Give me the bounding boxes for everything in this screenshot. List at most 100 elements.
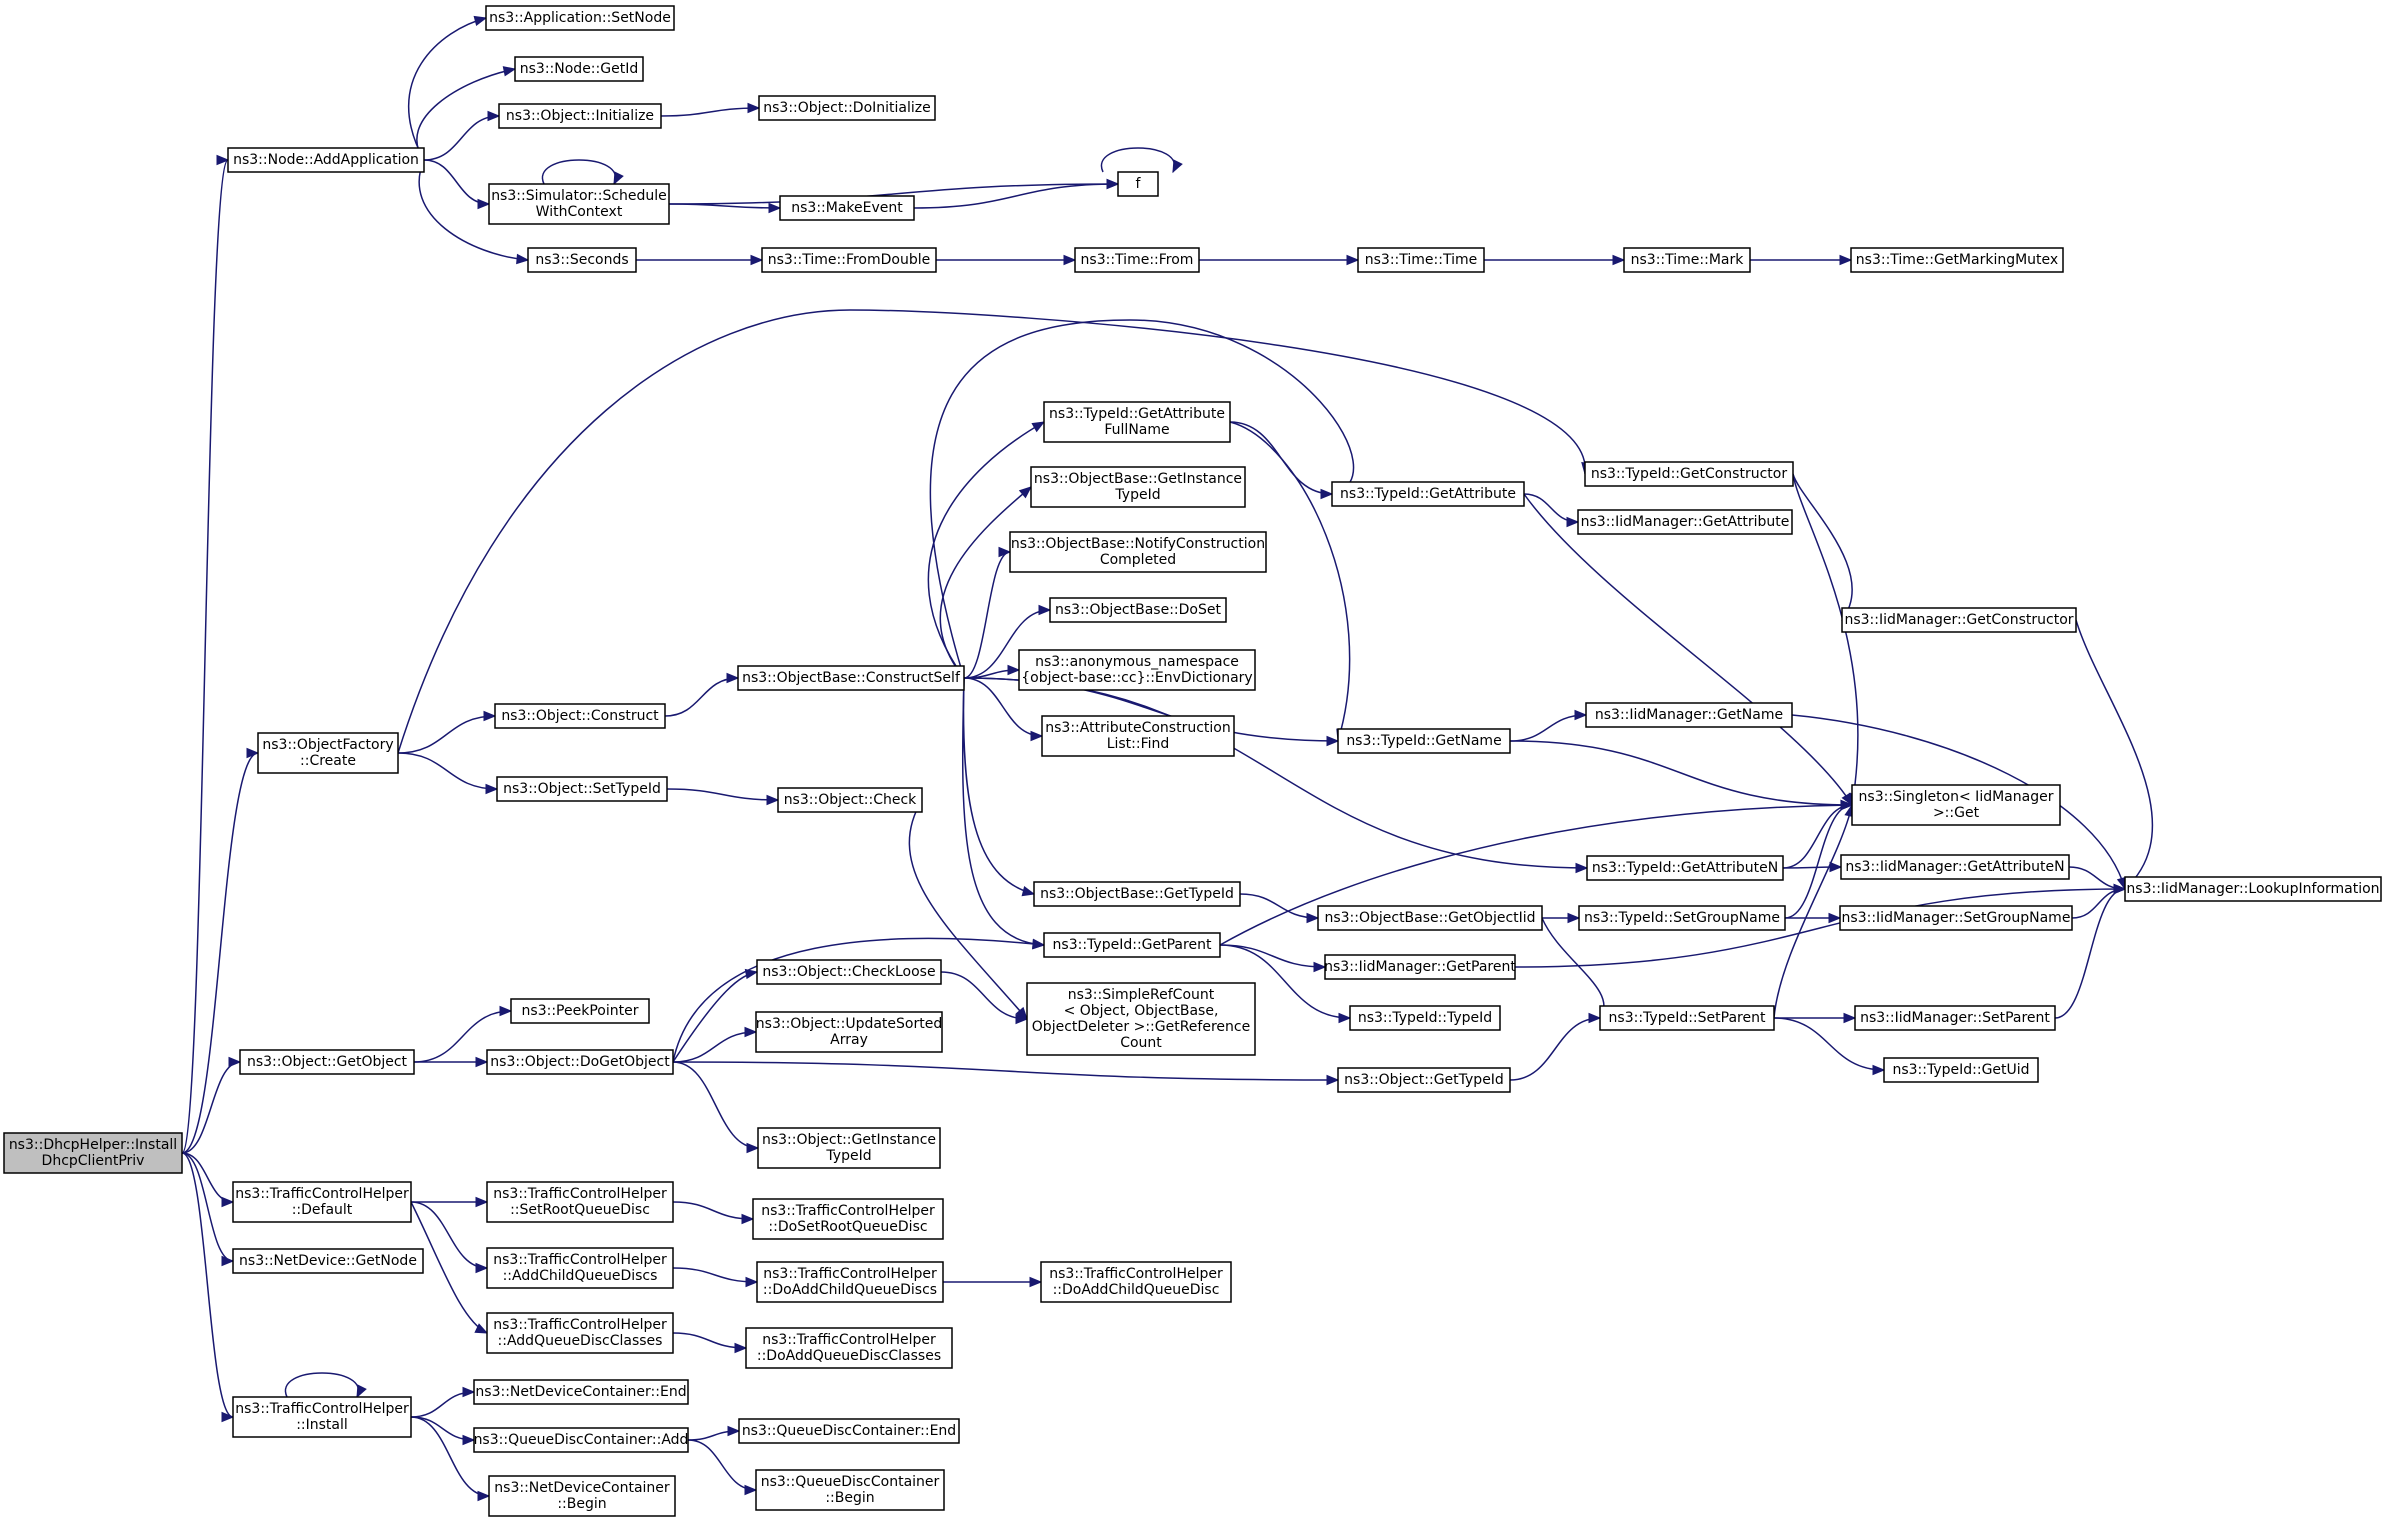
node-checkloose[interactable]: ns3::Object::CheckLoose [756, 959, 942, 985]
node-ofcreate[interactable]: ns3::ObjectFactory::Create [257, 732, 399, 774]
node-makeevent[interactable]: ns3::MakeEvent [779, 195, 915, 221]
node-ndcend[interactable]: ns3::NetDeviceContainer::End [473, 1379, 689, 1405]
node-objgettid[interactable]: ns3::Object::GetTypeId [1337, 1067, 1511, 1093]
node-obgetobjtid[interactable]: ns3::ObjectBase::GetObjectIid [1317, 905, 1543, 931]
node-timetime[interactable]: ns3::Time::Time [1357, 247, 1485, 273]
node-addapp[interactable]: ns3::Node::AddApplication [227, 147, 425, 173]
node-objgetobj[interactable]: ns3::Object::GetObject [239, 1049, 415, 1075]
node-tidgetuid[interactable]: ns3::TypeId::GetUid [1883, 1057, 2039, 1083]
node-tidgetattr[interactable]: ns3::TypeId::GetAttribute [1331, 481, 1525, 507]
node-tidgetcons[interactable]: ns3::TypeId::GetConstructor [1584, 461, 1794, 487]
node-label: ::DoAddChildQueueDiscs [763, 1282, 937, 1298]
edge-arrowhead [1021, 886, 1036, 897]
node-tidtypeid[interactable]: ns3::TypeId::TypeId [1349, 1005, 1501, 1031]
node-f[interactable]: f [1117, 171, 1159, 197]
node-tchinstall[interactable]: ns3::TrafficControlHelper::Install [232, 1396, 412, 1438]
node-lookup[interactable]: ns3::IidManager::LookupInformation [2124, 876, 2382, 902]
node-tchsetroot[interactable]: ns3::TrafficControlHelper::SetRootQueueD… [486, 1181, 674, 1223]
node-label: TypeId [825, 1148, 871, 1164]
node-label: ns3::PeekPointer [522, 1003, 639, 1019]
node-tchdosetroot[interactable]: ns3::TrafficControlHelper::DoSetRootQueu… [752, 1198, 944, 1240]
node-obgettid[interactable]: ns3::ObjectBase::GetTypeId [1033, 881, 1241, 907]
node-tchdoaddclasses[interactable]: ns3::TrafficControlHelper::DoAddQueueDis… [745, 1327, 953, 1369]
edge-objgetobj-to-peekptr [413, 1010, 512, 1063]
node-tidgetparent[interactable]: ns3::TypeId::GetParent [1043, 932, 1221, 958]
edge-objdogetobj-to-objgetinsttid [672, 1061, 759, 1149]
node-objinit[interactable]: ns3::Object::Initialize [498, 103, 662, 129]
edge-arrowhead [221, 1196, 235, 1208]
node-envdict[interactable]: ns3::anonymous_namespace{object-base::cc… [1018, 649, 1256, 691]
node-ndcbegin[interactable]: ns3::NetDeviceContainer::Begin [488, 1475, 676, 1517]
node-box [1840, 854, 2070, 880]
node-box [488, 1475, 676, 1517]
node-qdcend[interactable]: ns3::QueueDiscContainer::End [738, 1418, 960, 1444]
node-label: ns3::Object::DoInitialize [763, 100, 930, 116]
node-tidgetattrn[interactable]: ns3::TypeId::GetAttributeN [1586, 855, 1784, 881]
edge-ofcreate-to-objsettypeid [397, 752, 498, 790]
node-netdevgetnode[interactable]: ns3::NetDevice::GetNode [232, 1248, 424, 1274]
node-timemark[interactable]: ns3::Time::Mark [1623, 247, 1751, 273]
node-iidgetname[interactable]: ns3::IidManager::GetName [1585, 702, 1793, 728]
node-nodegetid[interactable]: ns3::Node::GetId [514, 56, 644, 82]
edge-arrowhead [766, 794, 780, 806]
node-iidgetparent[interactable]: ns3::IidManager::GetParent [1324, 954, 1516, 980]
node-box [1584, 461, 1794, 487]
node-singleton[interactable]: ns3::Singleton< IidManager>::Get [1851, 784, 2061, 826]
node-box [473, 1379, 689, 1405]
node-box [232, 1181, 412, 1223]
node-tchaddchild[interactable]: ns3::TrafficControlHelper::AddChildQueue… [486, 1247, 674, 1289]
edge-arrowhead [1326, 1074, 1340, 1086]
node-peekptr[interactable]: ns3::PeekPointer [510, 998, 650, 1024]
node-appsetnode[interactable]: ns3::Application::SetNode [485, 5, 675, 31]
node-tchdefault[interactable]: ns3::TrafficControlHelper::Default [232, 1181, 412, 1223]
node-iidsetparent[interactable]: ns3::IidManager::SetParent [1854, 1005, 2056, 1031]
node-tchdoaddchild[interactable]: ns3::TrafficControlHelper::DoAddChildQue… [1040, 1261, 1232, 1303]
node-constructself[interactable]: ns3::ObjectBase::ConstructSelf [737, 665, 965, 691]
edge-arrowhead [1840, 799, 1854, 811]
node-fromdouble[interactable]: ns3::Time::FromDouble [761, 247, 937, 273]
edge-objgettid-to-tidsetparent [1509, 1017, 1601, 1081]
node-tchaddclasses[interactable]: ns3::TrafficControlHelper::AddQueueDiscC… [486, 1312, 674, 1354]
edge-constructself-to-getinsttid [939, 486, 1032, 679]
node-iidgetattr[interactable]: ns3::IidManager::GetAttribute [1577, 509, 1793, 535]
node-objcheck[interactable]: ns3::Object::Check [777, 787, 923, 813]
node-tidgetname[interactable]: ns3::TypeId::GetName [1337, 728, 1511, 754]
node-tidsetgroup[interactable]: ns3::TypeId::SetGroupName [1578, 905, 1786, 931]
node-label: ns3::QueueDiscContainer::Add [474, 1432, 689, 1448]
node-getmarkmutex[interactable]: ns3::Time::GetMarkingMutex [1850, 247, 2064, 273]
edge-makeevent-to-f [913, 183, 1119, 209]
node-iidsetgroup[interactable]: ns3::IidManager::SetGroupName [1839, 905, 2073, 931]
edge-arrowhead [734, 1342, 748, 1354]
node-doset[interactable]: ns3::ObjectBase::DoSet [1049, 597, 1227, 623]
node-iidgetcons[interactable]: ns3::IidManager::GetConstructor [1841, 607, 2077, 633]
node-tidsetparent[interactable]: ns3::TypeId::SetParent [1599, 1005, 1775, 1031]
node-label: ns3::ObjectFactory [262, 737, 393, 753]
node-objdoinit[interactable]: ns3::Object::DoInitialize [758, 95, 936, 121]
node-notifycons[interactable]: ns3::ObjectBase::NotifyConstructionCompl… [1009, 531, 1267, 573]
node-seconds[interactable]: ns3::Seconds [527, 247, 637, 273]
edge-arrowhead [1015, 1013, 1029, 1025]
edge-tidgetname-to-singleton [1509, 740, 1853, 806]
node-objsettypeid[interactable]: ns3::Object::SetTypeId [496, 776, 668, 802]
node-label: ns3::Seconds [535, 252, 628, 268]
node-objdogetobj[interactable]: ns3::Object::DoGetObject [486, 1049, 674, 1075]
node-objconstruct[interactable]: ns3::Object::Construct [494, 703, 666, 729]
edge-iidsetgroup-to-lookup [2071, 888, 2126, 919]
node-label: ns3::IidManager::GetAttribute [1581, 514, 1790, 530]
edge-iidsetparent-to-lookup [2054, 888, 2126, 1019]
edge-obgetobjtid-to-tidsetparent [1541, 917, 1605, 1019]
edge-arrowhead [221, 1411, 235, 1423]
node-tchdoaddchilds[interactable]: ns3::TrafficControlHelper::DoAddChildQue… [756, 1261, 944, 1303]
node-qdcbegin[interactable]: ns3::QueueDiscContainer::Begin [755, 1469, 945, 1511]
node-simplerefcount[interactable]: ns3::SimpleRefCount< Object, ObjectBase,… [1026, 982, 1256, 1056]
node-timefrom[interactable]: ns3::Time::From [1074, 247, 1200, 273]
node-qdcadd[interactable]: ns3::QueueDiscContainer::Add [473, 1427, 689, 1453]
node-iidgetattrn[interactable]: ns3::IidManager::GetAttributeN [1840, 854, 2070, 880]
